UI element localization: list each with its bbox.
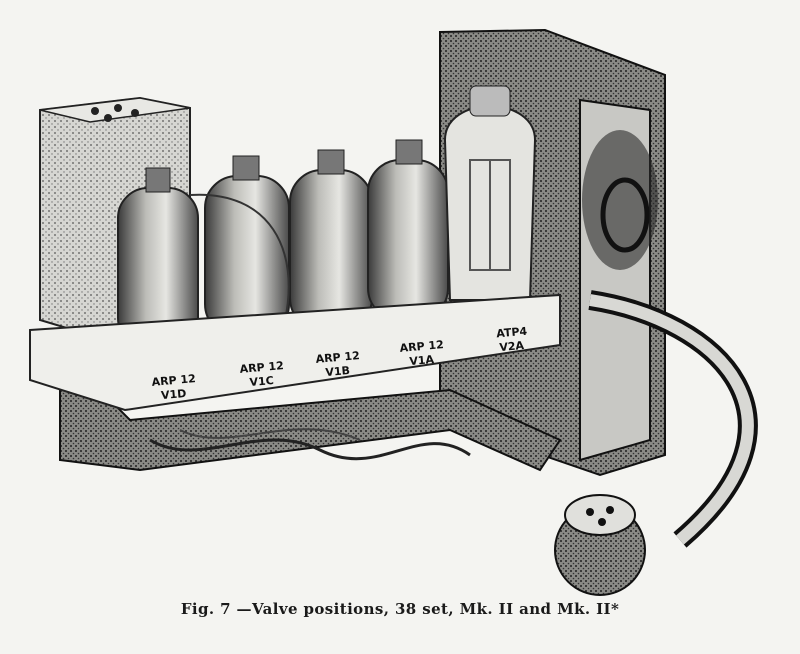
valve-label-ref: V1A: [409, 353, 435, 368]
figure-caption: Fig. 7 —Valve positions, 38 set, Mk. II …: [180, 600, 620, 618]
cable-and-plug: [554, 290, 758, 596]
valve-label-ref: V1C: [249, 374, 274, 389]
valve-labels: ARP 12 V1D ARP 12 V1C ARP 12 V1B ARP 12 …: [151, 325, 528, 402]
valve-label-type: ARP 12: [399, 338, 444, 355]
valve-v1b: [289, 149, 373, 331]
valve-label-type: ATP4: [496, 325, 528, 341]
valve-v1c: [204, 155, 290, 337]
valve-label-type: ARP 12: [151, 372, 196, 389]
valve-label-strip: [29, 293, 561, 412]
valve-v2a: [443, 85, 537, 301]
valve-v1a: [367, 139, 449, 321]
valve-label-ref: V2A: [499, 339, 525, 354]
valve-label-ref: V1B: [325, 364, 351, 379]
valve-tubes: [117, 85, 537, 349]
valve-label-ref: V1D: [161, 387, 187, 402]
valve-label-type: ARP 12: [239, 359, 284, 376]
valve-label-type: ARP 12: [315, 349, 360, 366]
chassis-base: [59, 347, 562, 472]
